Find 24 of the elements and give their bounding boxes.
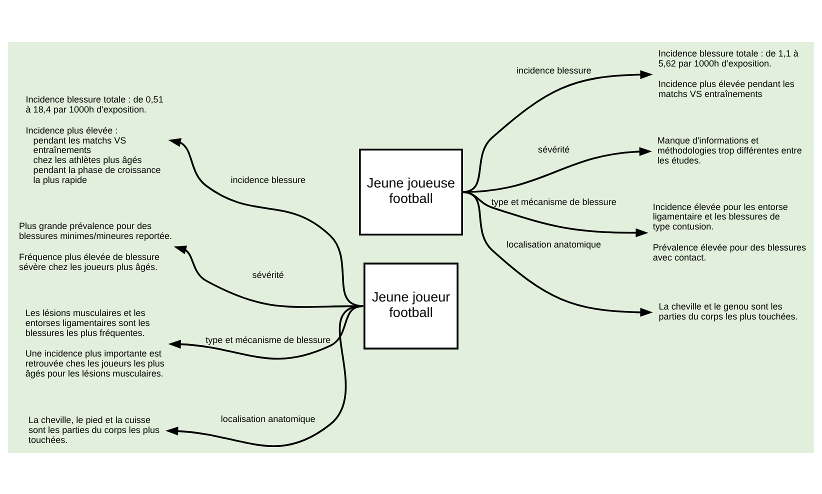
edge-label: sévérité xyxy=(538,144,570,154)
arrow xyxy=(168,138,364,306)
edge-label: type et mécanisme de blessure xyxy=(206,334,331,345)
node-text: Incidence élevée pour les entorse ligamentaire et les blessures de type contusion. Prévalence élevée pour des blessures avec contact. xyxy=(652,201,806,262)
node-text: Manque d'informations et méthodologies trop différentes entre les études. xyxy=(657,135,802,166)
node-text: Incidence blessure totale : de 1,1 à 5,62 par 1000h d'exposition. Incidence plus élevée pendant les matchs VS entraînements xyxy=(658,48,798,99)
node-text: Les lésions musculaires et les entorses ligamentaires sont les blessures les plus fréquentes. Une incidence plus importante est retrouvée ches les joueurs les plus âgés pour les lésions musculaires. xyxy=(25,308,164,378)
edge-label: type et mécanisme de blessure xyxy=(491,196,616,206)
edge-label: sévérité xyxy=(252,270,284,280)
node-box: Jeune joueuse football xyxy=(359,148,463,236)
arrow xyxy=(462,146,652,193)
node-text: La cheville, le pied et la cuisse sont les parties du corps les plus touchées. xyxy=(28,414,160,445)
node-box: Jeune joueur football xyxy=(364,262,458,349)
node-text: Plus grande prévalence pour des blessures minimes/mineures reportée. Fréquence plus élevée de blessure sévère chez les joueurs plus âgés. xyxy=(18,220,172,272)
edge-label: incidence blessure xyxy=(516,65,592,76)
edge-label: localisation anatomique xyxy=(220,413,316,424)
arrow xyxy=(165,304,364,446)
arrow xyxy=(174,245,364,308)
arrow xyxy=(462,70,653,192)
edge-label: incidence blessure xyxy=(230,174,306,185)
node-text: Incidence blessure totale : de 0,51 à 18,4 par 1000h d'exposition. Incidence plus élevée : pendant les matchs VS entraînements chez les athlètes plus âgés pendant la phase de croissance la plus rapide xyxy=(26,94,164,185)
arrow xyxy=(462,190,653,316)
node-text: La cheville et le genou sont les parties du corps les plus touchées. xyxy=(658,301,798,322)
edge-label: localisation anatomique xyxy=(506,238,602,249)
